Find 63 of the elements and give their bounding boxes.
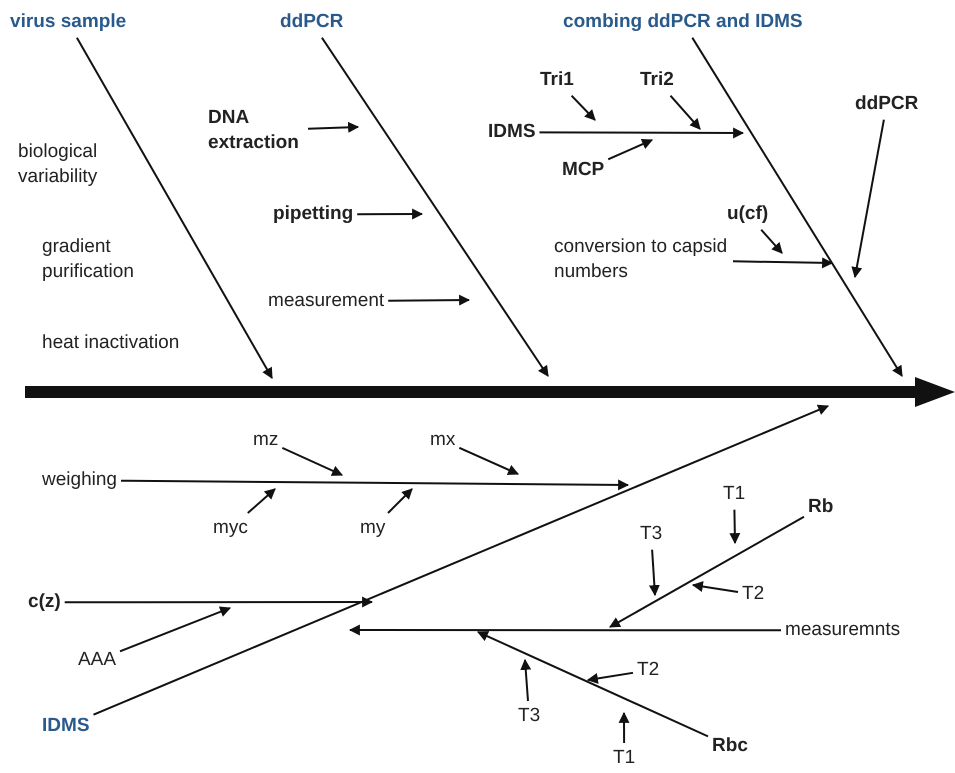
arrow	[357, 208, 424, 220]
cause-label: AAA	[78, 648, 116, 673]
arrow	[120, 606, 232, 652]
arrow	[282, 446, 343, 476]
cause-label: T2	[742, 582, 764, 607]
arrow	[851, 120, 885, 278]
cause-text: gradient purification	[42, 235, 135, 284]
cause-label: combing ddPCR and IDMS	[563, 10, 803, 35]
arrow	[691, 37, 903, 377]
arrow	[608, 138, 653, 160]
arrow	[670, 95, 701, 130]
arrow	[729, 510, 740, 544]
cause-label: virus sample	[10, 10, 126, 35]
arrow	[64, 596, 374, 608]
arrow	[76, 37, 273, 379]
arrow	[308, 122, 360, 133]
arrow	[692, 581, 738, 593]
arrow	[760, 229, 783, 254]
arrow	[732, 257, 834, 268]
cause-label: pipetting	[273, 202, 354, 227]
arrow	[520, 658, 532, 702]
cause-text: heat inactivation	[42, 331, 180, 355]
cause-label: my	[360, 516, 386, 541]
cause-label: conversion to capsid numbers	[554, 235, 729, 284]
arrow	[348, 624, 781, 636]
arrow	[618, 712, 630, 743]
arrow	[540, 127, 744, 138]
arrow	[121, 479, 630, 490]
cause-label: T1	[613, 746, 636, 771]
cause-label: T1	[723, 482, 746, 507]
arrow	[388, 294, 470, 306]
arrow	[648, 550, 660, 596]
cause-label: measuremnts	[785, 618, 900, 643]
arrow	[477, 631, 708, 738]
cause-label: IDMS	[42, 714, 90, 739]
arrow	[387, 488, 413, 514]
cause-label: Rb	[808, 495, 834, 520]
cause-label: MCP	[562, 158, 604, 183]
arrow	[586, 672, 634, 684]
cause-label: T2	[637, 658, 660, 683]
cause-label: myc	[213, 516, 248, 541]
arrow	[93, 404, 830, 716]
arrow	[609, 516, 804, 628]
cause-label: Rbc	[712, 734, 748, 759]
arrow	[570, 95, 596, 121]
cause-label: mx	[430, 428, 456, 453]
arrow	[247, 488, 276, 514]
cause-label: DNA extraction	[208, 106, 304, 156]
arrow	[321, 37, 549, 377]
cause-label: ddPCR	[280, 10, 344, 35]
cause-label: Tri1	[540, 68, 574, 93]
arrow	[458, 446, 519, 475]
cause-label: ddPCR	[855, 92, 918, 117]
cause-label: T3	[640, 522, 662, 547]
cause-text: biological variability	[18, 140, 98, 189]
cause-label: mz	[253, 428, 278, 453]
cause-label: Tri2	[640, 68, 674, 93]
cause-label: IDMS	[488, 120, 536, 145]
cause-label: weighing	[42, 468, 117, 493]
cause-label: u(cf)	[727, 202, 768, 227]
cause-label: c(z)	[28, 590, 61, 615]
cause-label: measurement	[268, 289, 384, 314]
cause-label: T3	[518, 704, 540, 729]
